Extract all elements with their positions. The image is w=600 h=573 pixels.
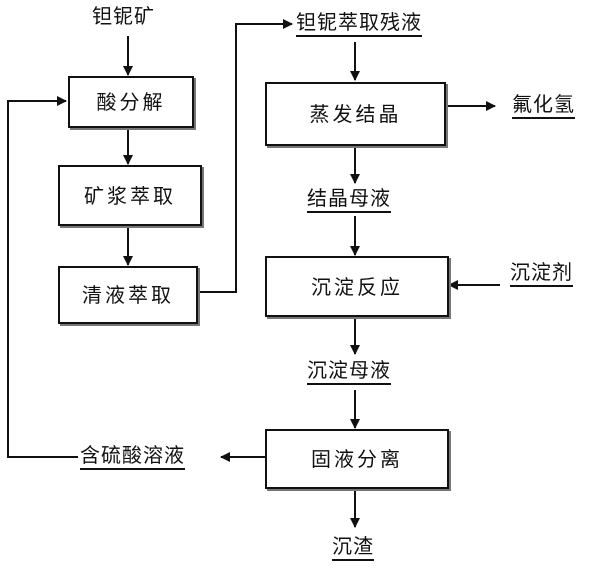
precipitant-input-label: 沉淀剂 <box>510 260 573 287</box>
slurry-extraction-box: 矿浆萃取 <box>58 165 202 226</box>
clear-liquid-extraction-box: 清液萃取 <box>58 266 198 324</box>
arrow-clear-liquid-extraction-to-raffinate <box>198 19 293 293</box>
crystallization-mother-liquor-label: 结晶母液 <box>307 186 391 213</box>
precipitation-reaction-box: 沉淀反应 <box>265 256 449 317</box>
solid-liquid-separation-box: 固液分离 <box>265 429 449 489</box>
extraction-raffinate-label: 钽铌萃取残液 <box>296 10 422 37</box>
hydrogen-fluoride-output-label: 氟化氢 <box>512 92 575 119</box>
ore-input-label: 钽铌矿 <box>92 4 155 28</box>
precipitate-residue-output-label: 沉渣 <box>332 534 374 561</box>
evaporation-crystallization-box: 蒸发结晶 <box>265 82 446 146</box>
sulfuric-acid-solution-label: 含硫酸溶液 <box>80 443 185 470</box>
precipitation-mother-liquor-label: 沉淀母液 <box>307 358 391 385</box>
acid-decomposition-box: 酸分解 <box>68 76 194 128</box>
